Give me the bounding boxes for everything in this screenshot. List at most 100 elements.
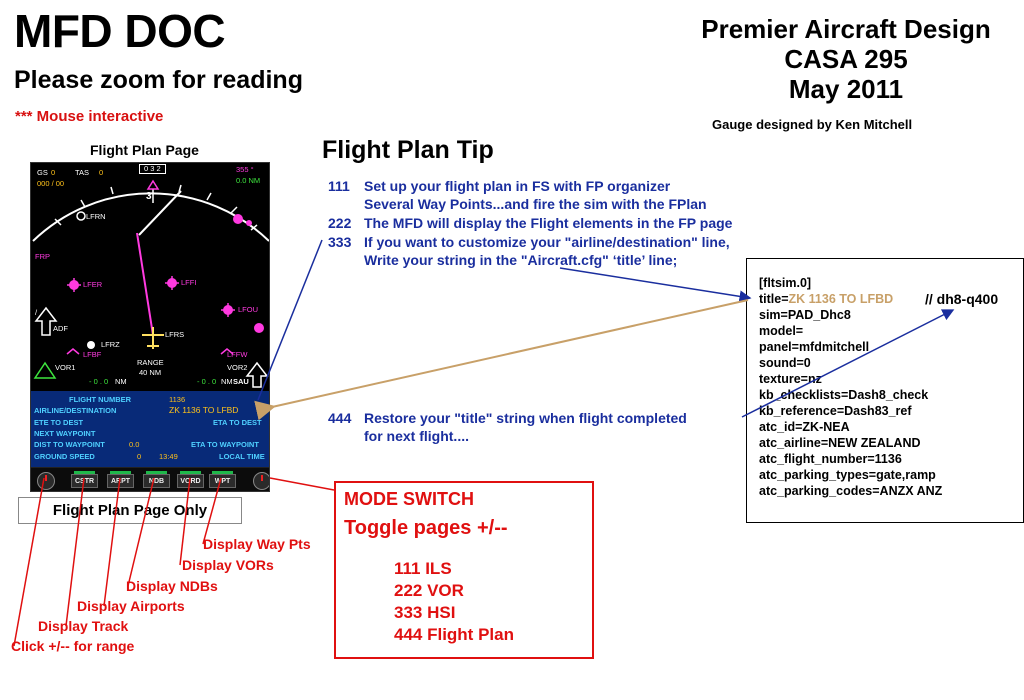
airport-icon — [87, 341, 95, 349]
frp-label: FRP — [35, 252, 50, 261]
cfg-line: kb_checklists=Dash8_check — [759, 388, 929, 402]
tip-line: Restore your "title" string when flight … — [364, 410, 687, 426]
aircraft-icon — [142, 327, 164, 349]
local-time-value: 13:49 — [159, 452, 178, 461]
callout-display-track: Display Track — [38, 618, 129, 634]
vor2-id: SAU — [233, 377, 249, 386]
vor2-pointer-icon — [245, 361, 269, 388]
mfd-tas-label: TAS — [75, 168, 90, 177]
mode-item-ils: 111 ILS — [394, 559, 452, 578]
compass-mark-3: 3 — [146, 191, 152, 202]
header-right: Premier Aircraft Design CASA 295 May 201… — [676, 14, 1016, 104]
cfg-title-value: ZK 1136 TO LFBD — [788, 292, 894, 306]
callout-display-way-pts: Display Way Pts — [203, 536, 311, 552]
doc-subtitle: Please zoom for reading — [14, 66, 303, 94]
mfd-button-bar: CSTR ARPT NDB VORD WPT — [31, 467, 269, 491]
waypoint-label: LFRZ — [101, 340, 120, 349]
waypoint-label: LFBF — [83, 350, 102, 359]
cfg-line: atc_flight_number=1136 — [759, 452, 902, 466]
range-knob[interactable] — [37, 472, 55, 490]
arpt-button[interactable]: ARPT — [107, 471, 134, 488]
callout-display-vors: Display VORs — [182, 557, 274, 573]
cfg-line: model= — [759, 324, 804, 338]
cfg-line: atc_airline=NEW ZEALAND — [759, 436, 921, 450]
flight-number-label: FLIGHT NUMBER — [69, 395, 132, 404]
mfd-tas-value: 0 — [99, 168, 104, 177]
wpt-button[interactable]: WPT — [209, 471, 236, 488]
cfg-title-line: title=ZK 1136 TO LFBD — [759, 292, 893, 306]
vor1-dist: - 0 . 0 — [89, 377, 109, 386]
waypoint-label: LFFI — [181, 278, 197, 287]
flight-plan-page-label: Flight Plan Page — [90, 142, 199, 158]
tip-number: 111 — [328, 178, 350, 194]
adf-label: ADF — [53, 324, 68, 333]
tip-line: Set up your flight plan in FS with FP or… — [364, 178, 671, 194]
course-needle — [138, 190, 182, 236]
heading-box: 0 3 2 — [139, 164, 166, 174]
mfd-map — [32, 179, 269, 388]
waypoint-label: LFOU — [238, 305, 259, 314]
vor2-dist: - 0 . 0 — [197, 377, 217, 386]
flight-number-value: 1136 — [169, 395, 186, 404]
tip-item-444: 444 Restore your "title" string when fli… — [328, 410, 748, 446]
arrow-to-title — [559, 267, 752, 303]
tip-number: 222 — [328, 215, 352, 231]
ground-speed-value: 0 — [137, 452, 142, 461]
cfg-line: kb_reference=Dash83_ref — [759, 404, 912, 418]
waypoint-label: LFFW — [227, 350, 248, 359]
next-waypoint-label: NEXT WAYPOINT — [34, 429, 96, 438]
tip-item-333: 333 If you want to customize your "airli… — [328, 234, 808, 270]
company-name: Premier Aircraft Design — [701, 14, 991, 44]
mode-switch-knob[interactable] — [253, 472, 269, 490]
cfg-line: sound=0 — [759, 356, 811, 370]
mode-switch-box: MODE SWITCH Toggle pages +/-- 111 ILS 22… — [334, 481, 594, 659]
cfg-title-key: title= — [759, 292, 789, 306]
callout-range: Click +/-- for range — [11, 638, 135, 654]
tip-line: The MFD will display the Flight elements… — [364, 215, 733, 231]
callout-display-airports: Display Airports — [77, 598, 185, 614]
vord-button[interactable]: VORD — [177, 471, 204, 488]
arrow-title-to-mfd — [254, 299, 749, 421]
cfg-line: texture=nz — [759, 372, 822, 386]
airport-icon — [76, 211, 86, 221]
compass-ticks — [54, 184, 258, 231]
tip-line: Write your string in the "Aircraft.cfg" … — [364, 252, 678, 268]
cfg-line: panel=mfdmitchell — [759, 340, 870, 354]
cfg-line: atc_id=ZK-NEA — [759, 420, 850, 434]
chevron-marks — [66, 348, 234, 355]
ndb-button[interactable]: NDB — [143, 471, 170, 488]
ground-speed-label: GROUND SPEED — [34, 452, 95, 461]
slash-mark: / — [35, 308, 38, 317]
doc-date: May 2011 — [788, 74, 904, 104]
flight-plan-page-only-label: Flight Plan Page Only — [18, 497, 242, 524]
vor2-label: VOR2 — [227, 363, 248, 372]
tip-number: 444 — [328, 410, 352, 426]
tip-item-222: 222 The MFD will display the Flight elem… — [328, 215, 798, 233]
mouse-interactive-note: *** Mouse interactive — [15, 108, 164, 125]
vor1-label: VOR1 — [55, 363, 76, 372]
cfg-line: atc_parking_types=gate,ramp — [759, 468, 936, 482]
tip-item-111: 111 Set up your flight plan in FS with F… — [328, 178, 748, 214]
heading-readout: 355 ° — [236, 165, 254, 174]
cfg-line: sim=PAD_Dhc8 — [759, 308, 851, 322]
tip-title: Flight Plan Tip — [322, 136, 494, 164]
mode-switch-subtitle: Toggle pages +/-- — [344, 517, 508, 539]
line-knob-to-mode — [269, 477, 335, 491]
dist-readout: 0.0 NM — [236, 176, 261, 185]
gauge-credit: Gauge designed by Ken Mitchell — [712, 117, 913, 132]
cfg-line: [fltsim.0] — [759, 276, 812, 290]
dist-waypoint-value: 0.0 — [129, 440, 140, 449]
adf-arrow-icon — [34, 306, 58, 336]
range-value: 40 NM — [139, 368, 162, 377]
airline-destination-label: AIRLINE/DESTINATION — [34, 406, 117, 415]
tip-line: Several Way Points...and fire the sim wi… — [364, 196, 707, 212]
mfd-display[interactable]: GS 0 TAS 0 000 / 00 0 3 2 355 ° 0.0 NM 3… — [30, 162, 270, 492]
cfg-line: atc_parking_codes=ANZX ANZ — [759, 484, 943, 498]
waypoint-symbols — [69, 214, 264, 333]
eta-dest-label: ETA TO DEST — [213, 418, 262, 427]
cfg-comment: // dh8-q400 — [925, 291, 999, 307]
aircraft-name: CASA 295 — [784, 44, 908, 74]
cstr-button[interactable]: CSTR — [71, 471, 98, 488]
flight-info-panel: FLIGHT NUMBER 1136 AIRLINE/DESTINATION Z… — [31, 391, 269, 467]
mfd-gs-label: GS — [37, 168, 48, 177]
